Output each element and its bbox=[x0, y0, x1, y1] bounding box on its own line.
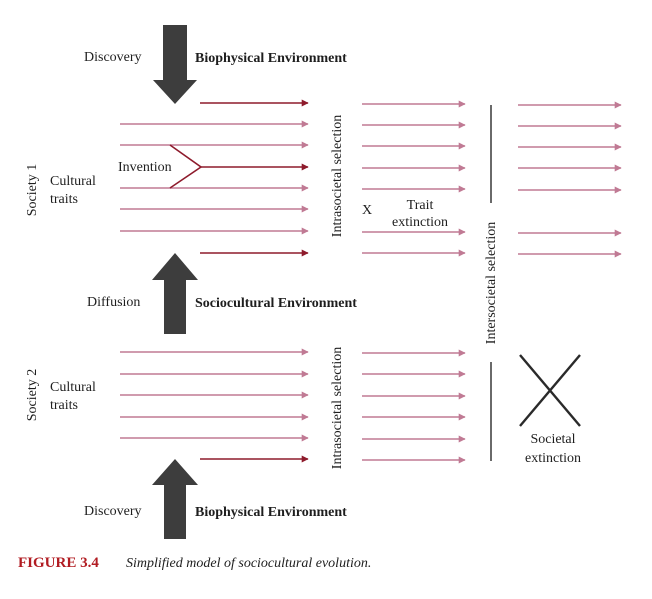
biophysical-environment-top-label: Biophysical Environment bbox=[195, 51, 347, 66]
societal-extinction-line1: Societal bbox=[530, 432, 575, 447]
society1-label: Society 1 bbox=[25, 164, 40, 217]
diffusion-label: Diffusion bbox=[87, 295, 140, 310]
society2-trait-arrows bbox=[120, 348, 309, 463]
diffusion-arrow bbox=[152, 253, 198, 334]
society1-selected-arrows bbox=[362, 100, 466, 257]
figure-caption: Simplified model of sociocultural evolut… bbox=[126, 556, 371, 571]
intrasocietal-selection-1-label: Intrasocietal selection bbox=[330, 115, 345, 237]
intrasocietal-selection-2-label: Intrasocietal selection bbox=[330, 347, 345, 469]
discovery-top-arrow bbox=[153, 25, 197, 104]
societal-extinction-line2: extinction bbox=[525, 451, 581, 466]
discovery-bottom-arrow bbox=[152, 459, 198, 539]
figure-number: FIGURE 3.4 bbox=[18, 555, 99, 571]
invention-label: Invention bbox=[118, 160, 172, 175]
societal-extinction-cross bbox=[519, 354, 581, 427]
cultural-traits-2-line1: Cultural bbox=[50, 380, 96, 395]
cultural-traits-2-line2: traits bbox=[50, 398, 78, 413]
discovery-top-label: Discovery bbox=[84, 50, 142, 65]
cultural-traits-1-line1: Cultural bbox=[50, 174, 96, 189]
invention-fork bbox=[169, 144, 203, 189]
society2-label: Society 2 bbox=[25, 369, 40, 422]
trait-extinction-line1: Trait bbox=[407, 198, 434, 213]
intersocietal-selection-label: Intersocietal selection bbox=[484, 222, 499, 344]
society1-surviving-arrows bbox=[518, 101, 622, 258]
trait-extinction-line2: extinction bbox=[392, 215, 448, 230]
cultural-traits-1-line2: traits bbox=[50, 192, 78, 207]
society2-selected-arrows bbox=[362, 349, 466, 464]
sociocultural-environment-label: Sociocultural Environment bbox=[195, 296, 357, 311]
discovery-bottom-label: Discovery bbox=[84, 504, 142, 519]
biophysical-environment-bottom-label: Biophysical Environment bbox=[195, 505, 347, 520]
society1-trait-arrows bbox=[120, 99, 309, 257]
trait-x-mark: X bbox=[362, 203, 372, 218]
